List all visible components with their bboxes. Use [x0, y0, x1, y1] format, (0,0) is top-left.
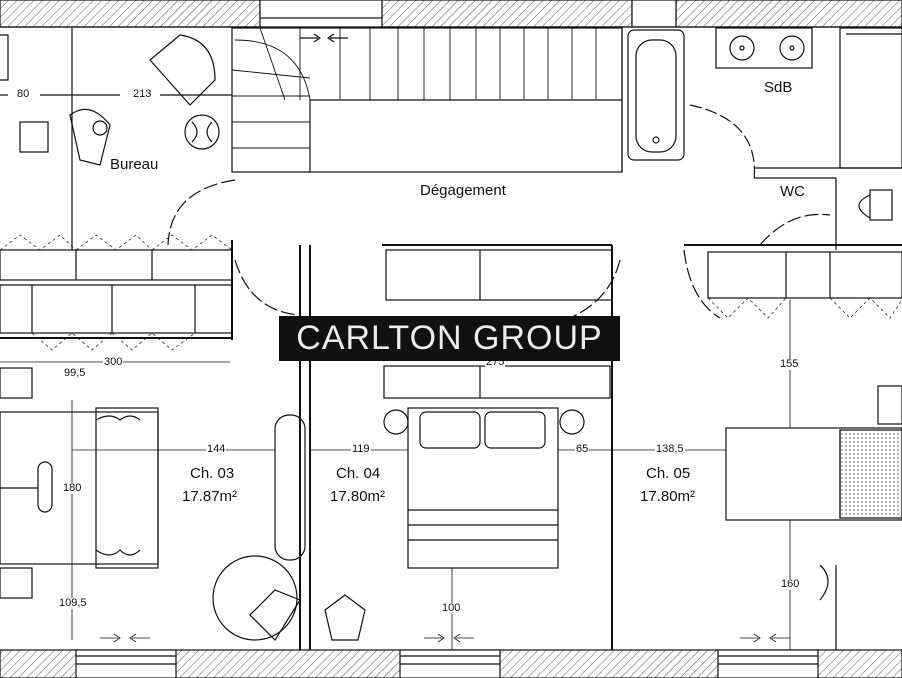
interior-walls	[0, 240, 902, 650]
dimension-label: 275	[485, 356, 506, 368]
room-area-ch05: 17.80m²	[640, 488, 696, 505]
ch05-furniture	[725, 385, 902, 650]
dimension-label: 180	[62, 482, 83, 494]
room-area-ch04: 17.80m²	[330, 488, 386, 505]
ch03-furniture	[0, 367, 306, 641]
dimension-label: 138,5	[655, 443, 685, 455]
watermark-banner: CARLTON GROUP	[279, 316, 620, 361]
dimension-label: 160	[780, 578, 801, 590]
dimension-label: 119	[351, 443, 371, 455]
dimension-label: 65	[575, 443, 590, 455]
room-label-ch03: Ch. 03	[190, 465, 235, 482]
room-area-ch03: 17.87m²	[182, 488, 238, 505]
dimension-label: 100	[441, 602, 462, 614]
room-label-ch05: Ch. 05	[646, 465, 691, 482]
dimension-label: 80	[16, 88, 31, 100]
dimension-label: 155	[779, 358, 800, 370]
bathroom	[621, 27, 902, 250]
exterior-wall-bottom	[0, 649, 902, 678]
dimension-label: 144	[206, 443, 227, 455]
door-swings	[167, 179, 831, 319]
dimension-label: 99,5	[63, 367, 87, 379]
dimension-label: 109,5	[58, 597, 88, 609]
bureau-area	[0, 28, 232, 250]
room-label-ch04: Ch. 04	[336, 465, 381, 482]
room-label-wc: WC	[780, 183, 805, 200]
watermark-text: CARLTON GROUP	[296, 319, 603, 357]
room-label-degagement: Dégagement	[420, 182, 506, 199]
dimension-label: 213	[132, 88, 153, 100]
dimension-label: 300	[103, 356, 124, 368]
staircase	[231, 27, 623, 173]
exterior-wall-top	[0, 0, 902, 28]
room-label-bureau: Bureau	[110, 156, 159, 173]
room-label-sdb: SdB	[764, 79, 793, 96]
